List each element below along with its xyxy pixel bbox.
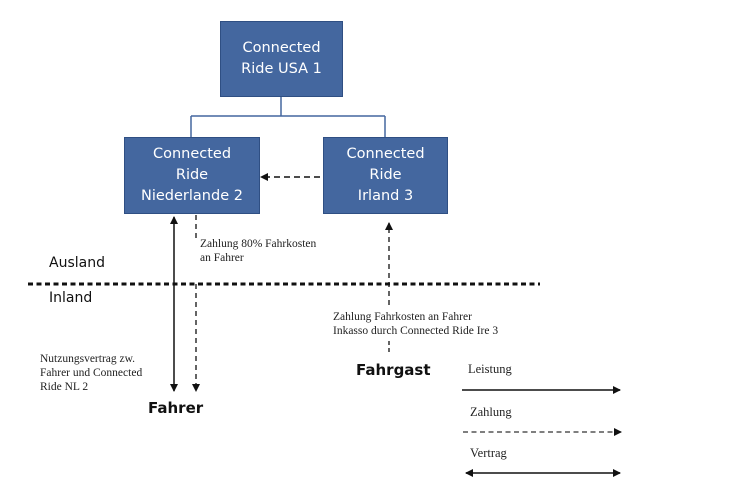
actor-driver: Fahrer xyxy=(148,399,204,417)
actor-passenger: Fahrgast xyxy=(356,361,431,379)
node-usa-line-1: Connected xyxy=(242,40,321,56)
annotation-payment-80-line-2: an Fahrer xyxy=(200,252,244,264)
node-connected-ride-niederlande: Connected Ride Niederlande 2 xyxy=(124,137,260,214)
annotation-usage-contract: Nutzungsvertrag zw. Fahrer und Connected… xyxy=(40,352,142,394)
legend-label-contract: Vertrag xyxy=(470,446,507,460)
annotation-payment-passenger-line-2: Inkasso durch Connected Ride Ire 3 xyxy=(333,325,499,337)
annotation-payment-80-line-1: Zahlung 80% Fahrkosten xyxy=(200,238,317,250)
node-ie-line-1: Connected xyxy=(346,146,425,162)
node-usa-line-2: Ride USA 1 xyxy=(241,61,322,77)
org-connector xyxy=(190,97,386,137)
node-nl-line-1: Connected xyxy=(152,146,232,162)
annotation-usage-contract-line-1: Nutzungsvertrag zw. xyxy=(40,353,136,365)
node-connected-ride-irland: Connected Ride Irland 3 xyxy=(323,137,448,214)
zone-label-abroad: Ausland xyxy=(49,255,105,271)
node-ie-line-3: Irland 3 xyxy=(357,188,414,204)
annotation-payment-passenger: Zahlung Fahrkosten an Fahrer Inkasso dur… xyxy=(333,310,498,338)
zone-label-domestic: Inland xyxy=(49,290,93,306)
node-nl-line-2: Ride xyxy=(175,167,209,183)
annotation-payment-80: Zahlung 80% Fahrkosten an Fahrer xyxy=(200,237,316,265)
legend-label-payment: Zahlung xyxy=(470,405,512,419)
annotation-usage-contract-line-3: Ride NL 2 xyxy=(40,381,89,393)
node-ie-line-2: Ride xyxy=(369,167,402,183)
legend-label-service: Leistung xyxy=(468,362,512,376)
annotation-usage-contract-line-2: Fahrer und Connected xyxy=(40,367,143,379)
node-connected-ride-usa: Connected Ride USA 1 xyxy=(220,21,343,97)
node-nl-line-3: Niederlande 2 xyxy=(141,188,243,204)
annotation-payment-passenger-line-1: Zahlung Fahrkosten an Fahrer xyxy=(333,311,472,323)
